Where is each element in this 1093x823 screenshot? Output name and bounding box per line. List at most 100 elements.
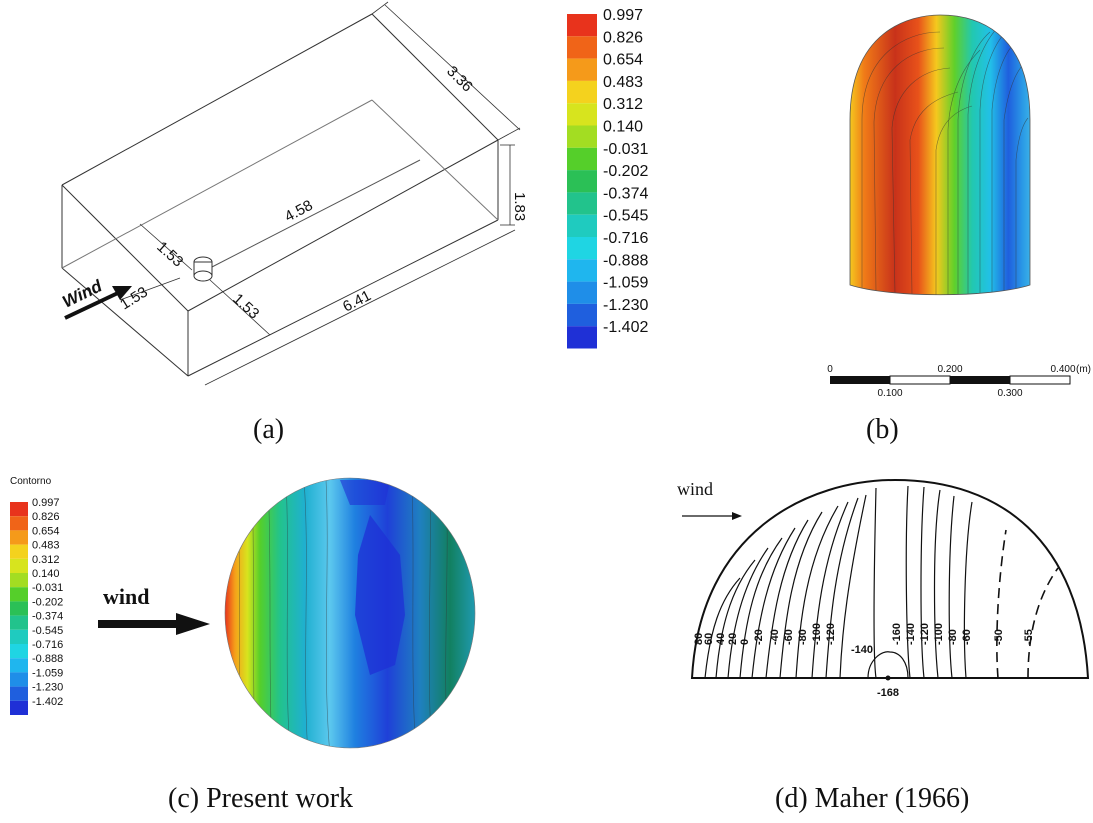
scale-label: 0.100 <box>877 388 902 399</box>
legend-swatch <box>10 686 28 701</box>
legend-value: -0.888 <box>32 653 63 665</box>
legend-value: -0.545 <box>603 208 648 225</box>
small-color-legend: Contorno 0.9970.8260.6540.4830.3120.140-… <box>10 476 63 715</box>
domain-diagram: 3.36 1.83 4.58 1.53 1.53 1.53 6.41 Wind <box>59 1 528 386</box>
contour-label: -60 <box>961 629 973 645</box>
contour-label: 0 <box>739 639 751 645</box>
legend-swatch <box>10 502 28 517</box>
contour-label: -80 <box>947 629 959 645</box>
wind-label: wind <box>677 479 713 499</box>
legend-value: -0.374 <box>32 611 63 623</box>
caption-a: (a) <box>253 414 285 445</box>
legend-swatch <box>567 147 597 171</box>
legend-swatch <box>10 672 28 687</box>
contour-label: -140 <box>851 644 873 656</box>
legend-swatch <box>567 80 597 104</box>
contour-label: -160 <box>891 623 903 645</box>
legend-value: 0.654 <box>32 525 60 537</box>
scale-unit: (m) <box>1076 364 1091 375</box>
legend-swatch <box>10 615 28 630</box>
legend-value: 0.997 <box>32 497 60 509</box>
wind-label: Wind <box>59 276 105 311</box>
legend-value: -0.545 <box>32 625 63 637</box>
legend-swatch <box>567 303 597 327</box>
legend-value: -1.230 <box>32 682 63 694</box>
legend-swatch <box>567 281 597 304</box>
contour-label: 80 <box>693 633 705 645</box>
legend-value: 0.483 <box>32 540 60 552</box>
legend-swatch <box>10 544 28 559</box>
legend-swatch <box>567 36 597 59</box>
legend-swatch <box>10 587 28 602</box>
caption-d: (d) Maher (1966) <box>775 783 970 814</box>
contour-label: -50 <box>993 629 1005 645</box>
legend-value: -1.230 <box>603 297 648 314</box>
legend-swatch <box>10 644 28 659</box>
contour-label: 40 <box>715 633 727 645</box>
maher-contour-plot <box>682 478 1090 681</box>
legend-value: 0.312 <box>603 96 643 113</box>
scale-label: 0.400 <box>1050 364 1075 375</box>
contour-label: 60 <box>703 633 715 645</box>
legend-swatch <box>567 125 597 148</box>
legend-swatch <box>10 573 28 588</box>
caption-c: (c) Present work <box>168 783 354 814</box>
dim-label: 1.53 <box>229 290 262 322</box>
dim-label: 1.53 <box>153 238 186 270</box>
legend-swatch <box>567 237 597 260</box>
dim-label: 1.83 <box>511 192 528 221</box>
legend-swatch <box>10 530 28 545</box>
scale-bar: 0 0.200 0.400 (m) 0.100 0.300 <box>827 364 1091 399</box>
legend-value: 0.654 <box>603 52 643 69</box>
legend-swatch <box>567 14 597 37</box>
legend-swatch <box>10 601 28 616</box>
legend-value: 0.826 <box>603 29 643 46</box>
contour-label: -168 <box>877 687 899 699</box>
cylinder-top-contour <box>180 465 520 765</box>
legend-value: -0.202 <box>32 596 63 608</box>
legend-swatch <box>10 629 28 644</box>
caption-b: (b) <box>866 414 899 445</box>
legend-value: 0.997 <box>603 7 643 24</box>
legend-swatch <box>567 326 597 349</box>
legend-value: 0.483 <box>603 74 643 91</box>
legend-value: -0.031 <box>603 141 648 158</box>
legend-value: -1.402 <box>603 319 648 336</box>
legend-value: -0.031 <box>32 582 63 594</box>
contour-label: -100 <box>933 623 945 645</box>
contour-label: -40 <box>769 629 781 645</box>
legend-value: 0.140 <box>32 568 60 580</box>
legend-swatch <box>567 170 597 193</box>
legend-value: -1.059 <box>32 667 63 679</box>
legend-value: -1.402 <box>32 696 63 708</box>
wind-arrow-icon <box>98 613 210 635</box>
contour-label: -140 <box>905 623 917 645</box>
legend-title: Contorno <box>10 476 52 487</box>
legend-swatch <box>567 259 597 282</box>
wind-label: wind <box>103 584 150 609</box>
dim-label: 6.41 <box>340 287 374 315</box>
contour-label: -100 <box>811 623 823 645</box>
legend-value: -0.716 <box>32 639 63 651</box>
color-legend: 0.997 0.826 0.654 0.483 0.312 0.140 -0.031 -0.2… <box>567 7 648 349</box>
legend-swatch <box>10 516 28 531</box>
legend-swatch <box>567 214 597 237</box>
cylinder-side-contour <box>849 14 1031 296</box>
legend-value: 0.140 <box>603 119 643 136</box>
dim-label: 4.58 <box>282 197 316 226</box>
legend-value: -1.059 <box>603 275 648 292</box>
legend-swatch <box>567 103 597 126</box>
legend-value: 0.826 <box>32 511 60 523</box>
cylinder-model-icon <box>193 256 213 282</box>
scale-label: 0.200 <box>937 364 962 375</box>
contour-label: -80 <box>797 629 809 645</box>
legend-swatch <box>567 58 597 81</box>
legend-swatch <box>10 658 28 673</box>
contour-label: -60 <box>783 629 795 645</box>
contour-label: -120 <box>825 623 837 645</box>
legend-value: -0.716 <box>603 230 648 247</box>
contour-label: -120 <box>919 623 931 645</box>
legend-value: -0.202 <box>603 163 648 180</box>
legend-value: -0.888 <box>603 252 648 269</box>
